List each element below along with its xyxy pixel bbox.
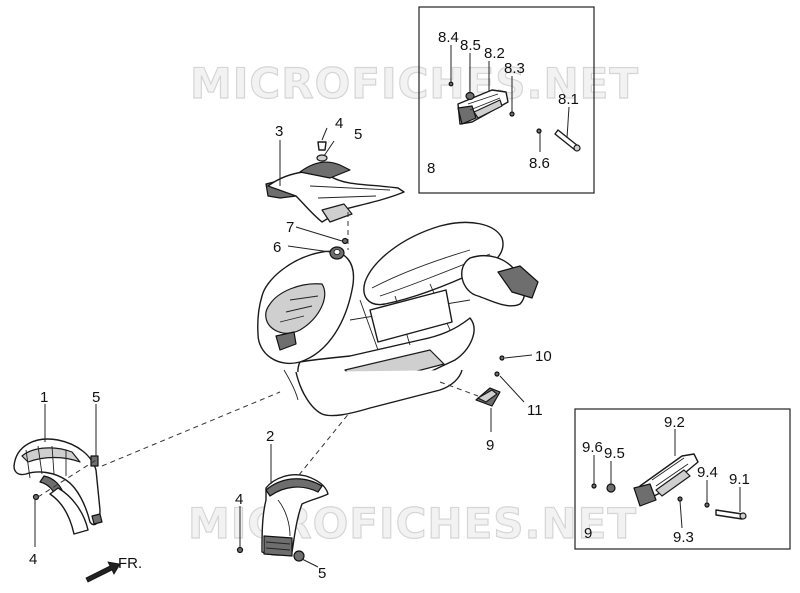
part-1-front-mudguard (13, 438, 103, 535)
callout-10: 10 (535, 348, 552, 365)
detail-box-8 (418, 6, 595, 194)
callout-9-1: 9.1 (729, 471, 750, 488)
callout-1: 1 (40, 389, 48, 406)
callout-11: 11 (527, 402, 543, 419)
detail-box-9 (574, 408, 791, 550)
part-6-grommet (329, 246, 345, 260)
callout-5-left: 5 (92, 389, 100, 406)
callout-9-3: 9.3 (673, 529, 694, 546)
leader-lines (34, 45, 741, 568)
callout-9-5: 9.5 (604, 445, 625, 462)
callout-9-box: 9 (584, 525, 592, 542)
callout-9: 9 (486, 437, 494, 454)
callout-9-6: 9.6 (582, 439, 603, 456)
callout-8-4: 8.4 (438, 29, 459, 46)
callout-3: 3 (275, 123, 283, 140)
callout-5-bottom: 5 (318, 565, 326, 582)
callout-4-top: 4 (335, 115, 343, 132)
callout-7: 7 (286, 219, 294, 236)
front-arrow-label: FR. (118, 555, 142, 572)
callout-labels: 3 4 5 7 6 1 5 4 2 4 5 10 11 9 8.4 8.5 8.… (29, 29, 750, 582)
callout-8-5: 8.5 (460, 37, 481, 54)
callout-5-top: 5 (354, 126, 362, 143)
callout-8: 8 (427, 160, 435, 177)
part-7-screw (341, 237, 349, 245)
callout-4-left: 4 (29, 551, 37, 568)
callout-8-3: 8.3 (504, 60, 525, 77)
callout-8-2: 8.2 (484, 45, 505, 62)
callout-4-bottom: 4 (235, 491, 243, 508)
watermark-bottom: MICROFICHES.NET (188, 499, 637, 548)
connection-lines (37, 212, 479, 498)
callout-8-1: 8.1 (558, 91, 579, 108)
callout-9-2: 9.2 (664, 414, 685, 431)
detail-8-parts (448, 81, 581, 152)
part-9-passenger-footrest-small (475, 355, 505, 407)
scooter-body (257, 221, 539, 417)
part-2-lower-front-cover (236, 474, 329, 562)
front-direction-arrow: FR. (85, 555, 142, 583)
detail-9-parts (591, 453, 747, 520)
callout-2: 2 (266, 428, 274, 445)
callout-6: 6 (273, 239, 281, 256)
callout-8-6: 8.6 (529, 155, 550, 172)
callout-9-4: 9.4 (697, 464, 718, 481)
watermark-top: MICROFICHES.NET (190, 59, 639, 108)
part-3-inner-panel (265, 141, 405, 223)
